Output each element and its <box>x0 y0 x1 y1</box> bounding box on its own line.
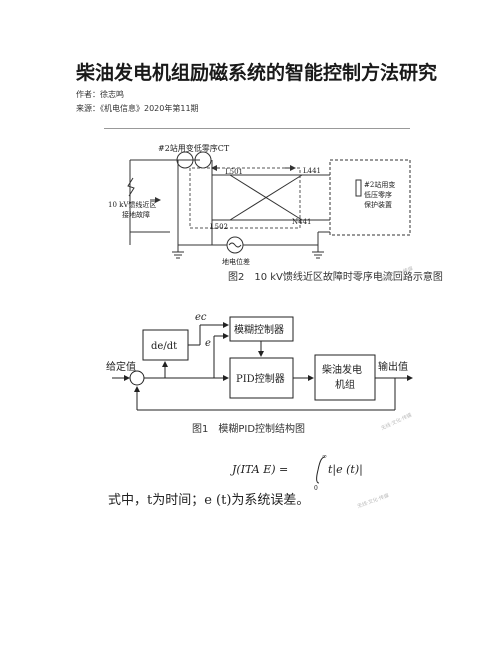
formula-explanation: 式中，t为时间；e (t)为系统误差。 <box>108 493 309 508</box>
figure-1-fuzzy-pid-diagram: ec e de/dt 模糊控制器 PID控制器 柴油发电 机组 给定值 输出值 … <box>106 312 413 435</box>
output-label: 输出值 <box>378 360 408 373</box>
protection-label-line-1: #2站用变 <box>364 180 395 189</box>
source-line: 来源：《机电信息》2020年第11期 <box>76 104 199 113</box>
derivative-label: de/dt <box>151 341 177 352</box>
figure-2-caption: 图2 10 kV馈线近区故障时零序电流回路示意图 <box>228 270 443 283</box>
ground-potential-label: 地电位差 <box>222 257 250 266</box>
derivative-block <box>142 329 189 361</box>
genset-block <box>314 354 376 401</box>
integral-upper-limit: ∞ <box>322 453 327 460</box>
formula-watermark: 无线·文化·传媒 <box>356 492 390 510</box>
protection-label-line-3: 保护装置 <box>364 200 392 209</box>
l501-label: L501 <box>225 168 243 176</box>
genset-label-line-2: 机组 <box>335 378 355 391</box>
formula-integrand: t|e (t)| <box>328 463 363 477</box>
article-title: 柴油发电机组励磁系统的智能控制方法研究 <box>76 62 438 84</box>
formula-lhs: J(ITA E) = <box>230 463 288 476</box>
e-label: e <box>205 338 211 349</box>
header-divider <box>104 128 410 129</box>
figure-1-caption: 图1 模糊PID控制结构图 <box>192 422 305 435</box>
figure-1-watermark: 无线·文化·传媒 <box>380 411 413 431</box>
integral-lower-limit: 0 <box>314 485 318 492</box>
l502-label: L502 <box>210 223 228 231</box>
fault-label-line-1: 10 kV馈线近区 <box>108 200 156 209</box>
setpoint-label: 给定值 <box>106 360 136 373</box>
pid-controller-block <box>229 357 294 399</box>
integral-sign <box>316 456 326 484</box>
author-line: 作者：徐志鸣 <box>76 90 124 99</box>
l441-label: L441 <box>303 167 321 175</box>
genset-label-line-1: 柴油发电 <box>322 363 362 376</box>
fuzzy-controller-label: 模糊控制器 <box>234 323 284 336</box>
figure-2-circuit-diagram: #2站用变低零序CT L501 L502 L441 N441 10 kV馈线近区… <box>108 143 443 283</box>
ct-label: #2站用变低零序CT <box>158 143 230 153</box>
summing-junction <box>129 370 145 386</box>
formula-block: J(ITA E) = ∞ 0 t|e (t)| 式中，t为时间；e (t)为系统… <box>108 453 390 510</box>
pid-controller-label: PID控制器 <box>236 372 285 385</box>
n441-label: N441 <box>292 218 312 226</box>
ec-label: ec <box>195 312 207 323</box>
protection-label-line-2: 低压零序 <box>364 190 392 199</box>
fault-label-line-2: 接地故障 <box>122 210 150 219</box>
